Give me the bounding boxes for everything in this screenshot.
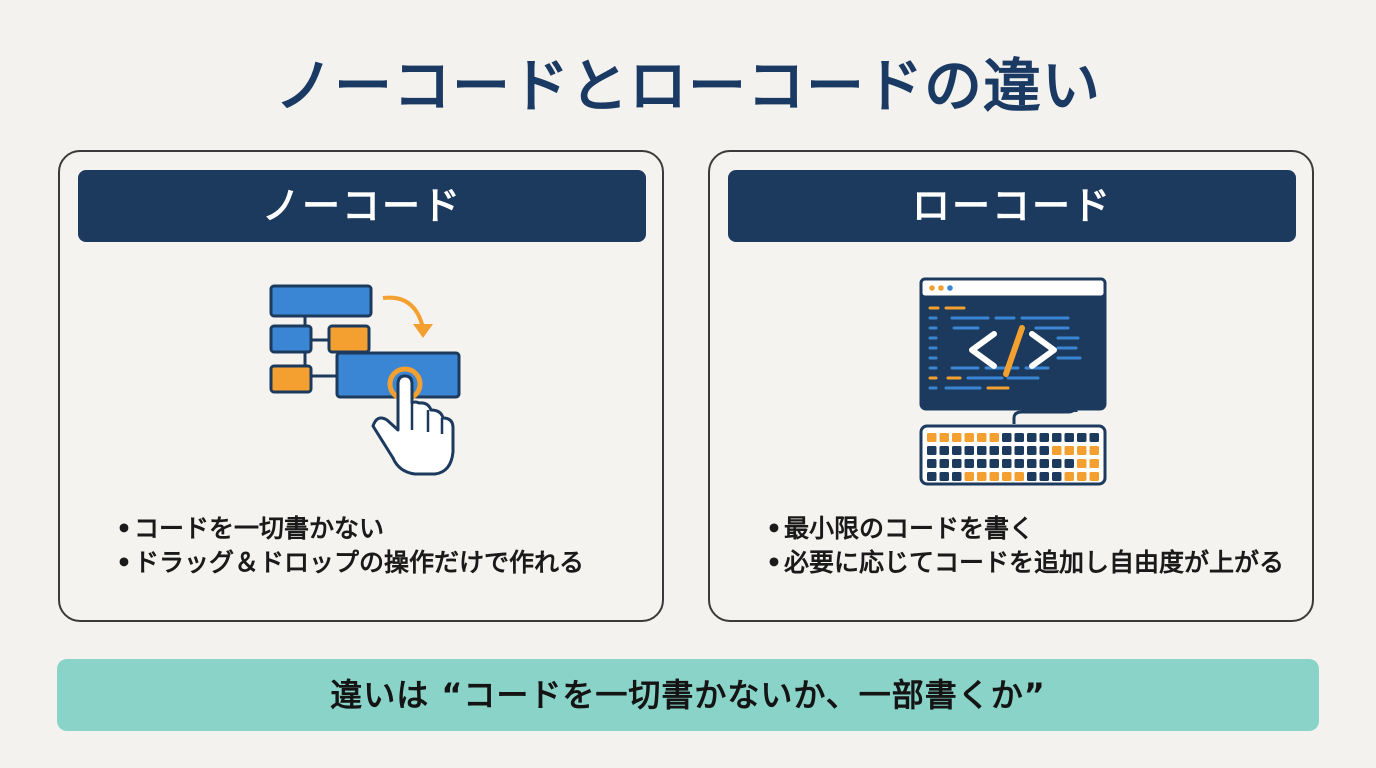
keyboard-key: [1077, 433, 1087, 442]
keyboard-key: [977, 433, 987, 442]
keyboard-key: [1064, 446, 1074, 455]
keyboard-key: [1077, 446, 1087, 455]
keyboard-key: [977, 459, 987, 468]
keyboard-key: [1039, 433, 1049, 442]
low-code-card: ローコード •最小限のコー: [708, 150, 1314, 622]
list-item: •コードを一切書かない: [116, 512, 584, 546]
keyboard-key: [1027, 446, 1037, 455]
keyboard-key: [1052, 433, 1062, 442]
keyboard-key: [939, 433, 949, 442]
keyboard-key: [1089, 433, 1099, 442]
keyboard-key: [1002, 433, 1012, 442]
summary-banner: 違いは “コードを一切書かないか、一部書くか”: [57, 659, 1319, 731]
keyboard-key: [1052, 459, 1062, 468]
keyboard-key: [1014, 459, 1024, 468]
keyboard-key: [939, 446, 949, 455]
keyboard-key: [927, 472, 937, 481]
keyboard-key: [1039, 459, 1049, 468]
keyboard-key: [1014, 472, 1024, 481]
bullet-marker: •: [766, 548, 782, 577]
keyboard-key: [1027, 433, 1037, 442]
list-item: •最小限のコードを書く: [766, 512, 1284, 546]
keyboard-key: [1089, 459, 1099, 468]
keyboard-key: [989, 446, 999, 455]
keyboard-key: [927, 446, 937, 455]
keyboard-key: [1002, 472, 1012, 481]
keyboard-key: [1064, 433, 1074, 442]
no-code-header: ノーコード: [78, 170, 646, 242]
keyboard-key: [1089, 472, 1099, 481]
keyboard-key: [977, 472, 987, 481]
keyboard-key: [927, 459, 937, 468]
no-code-card: ノーコード •コードを一切書かない •ドラッグ＆ドロップの操作だけで作れる: [58, 150, 664, 622]
low-code-header: ローコード: [728, 170, 1296, 242]
keyboard-key: [1039, 472, 1049, 481]
drag-drop-flowchart-icon: [269, 284, 461, 476]
keyboard-key: [952, 446, 962, 455]
page-title: ノーコードとローコードの違い: [274, 52, 1101, 120]
bullet-marker: •: [116, 514, 132, 543]
keyboard-key: [989, 459, 999, 468]
keyboard-key: [952, 472, 962, 481]
keyboard-key: [964, 472, 974, 481]
keyboard-key: [1002, 459, 1012, 468]
keyboard-key: [989, 433, 999, 442]
keyboard-key: [1014, 433, 1024, 442]
keyboard-key: [1002, 446, 1012, 455]
keyboard-key: [952, 459, 962, 468]
keyboard-key: [1089, 446, 1099, 455]
keyboard-key: [1014, 446, 1024, 455]
bullet-marker: •: [766, 514, 782, 543]
keyboard-key: [977, 446, 987, 455]
keyboard-key: [939, 472, 949, 481]
list-item: •必要に応じてコードを追加し自由度が上がる: [766, 546, 1284, 580]
keyboard-key: [1027, 472, 1037, 481]
keyboard-key: [952, 433, 962, 442]
keyboard-key: [1052, 472, 1062, 481]
list-item: •ドラッグ＆ドロップの操作だけで作れる: [116, 546, 584, 580]
no-code-bullets: •コードを一切書かない •ドラッグ＆ドロップの操作だけで作れる: [116, 512, 584, 580]
keyboard-key: [1077, 459, 1087, 468]
keyboard-key: [1039, 446, 1049, 455]
keyboard-key: [964, 433, 974, 442]
keyboard-key: [1064, 459, 1074, 468]
keyboard-key: [989, 472, 999, 481]
keyboard-key: [964, 446, 974, 455]
keyboard-key: [1027, 459, 1037, 468]
keyboard-key: [964, 459, 974, 468]
code-monitor-keyboard-icon: [919, 277, 1107, 486]
keyboard-key: [927, 433, 937, 442]
keyboard-key: [1077, 472, 1087, 481]
keyboard-key: [1064, 472, 1074, 481]
keyboard-key: [939, 459, 949, 468]
low-code-bullets: •最小限のコードを書く •必要に応じてコードを追加し自由度が上がる: [766, 512, 1284, 580]
bullet-marker: •: [116, 548, 132, 577]
keyboard-key: [1052, 446, 1062, 455]
